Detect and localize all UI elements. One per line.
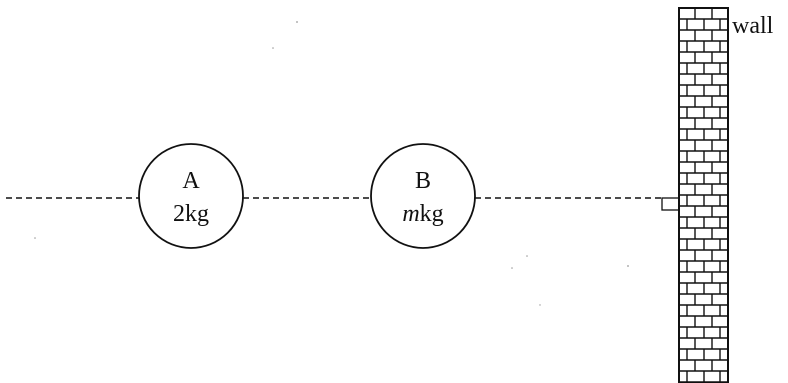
- brick-wall: [678, 7, 729, 383]
- sphere-a-outline: [138, 143, 244, 249]
- sphere-b-outline: [370, 143, 476, 249]
- sphere-a-mass: 2kg: [173, 201, 209, 227]
- sphere-b: B mkg: [370, 143, 476, 249]
- right-angle-marker: [661, 197, 680, 211]
- sphere-b-mass-value: m: [402, 201, 419, 227]
- sphere-b-name: B: [415, 168, 431, 194]
- brick-pattern: [679, 8, 728, 383]
- sphere-a-mass-value: 2: [173, 201, 185, 227]
- sphere-a: A 2kg: [138, 143, 244, 249]
- scan-specks: [34, 21, 629, 306]
- sphere-a-mass-unit: kg: [185, 201, 209, 227]
- sphere-b-mass: mkg: [402, 201, 443, 227]
- sphere-b-mass-unit: kg: [420, 201, 444, 227]
- wall-label: wall: [732, 13, 774, 39]
- sphere-a-name: A: [182, 168, 200, 194]
